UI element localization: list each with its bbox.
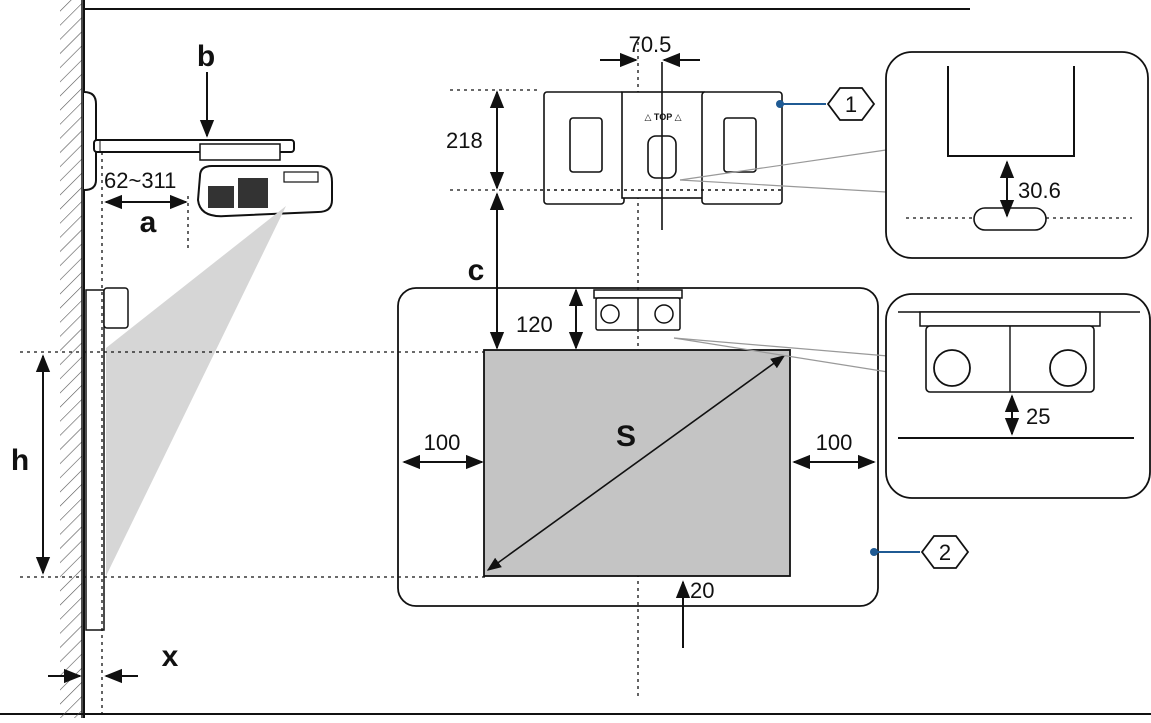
mounting-area <box>397 287 879 607</box>
label-dim-20: 20 <box>690 578 714 603</box>
zoom-bubble-1 <box>679 51 1149 259</box>
label-h: h <box>11 444 29 477</box>
wall <box>60 0 83 718</box>
label-dim-120: 120 <box>516 312 553 337</box>
label-dim-100-left: 100 <box>424 430 461 455</box>
label-dim-30-6: 30.6 <box>1018 178 1061 203</box>
callout-1 <box>776 87 876 121</box>
top-mark-label: △ TOP △ <box>644 112 681 122</box>
callout-2 <box>870 535 970 569</box>
projection-beam <box>106 206 286 576</box>
bracket-front <box>593 289 683 331</box>
projector-side <box>196 165 333 218</box>
side-screen <box>85 287 129 631</box>
label-x: x <box>162 640 179 673</box>
zoom-bubble-2 <box>673 293 1151 499</box>
screen-diagonal <box>486 355 786 571</box>
label-range-a: 62~311 <box>104 168 176 193</box>
callout-1-number: 1 <box>845 92 857 117</box>
label-a: a <box>140 206 157 239</box>
dimension-arrows <box>35 52 876 684</box>
label-b: b <box>197 40 215 73</box>
label-c: c <box>468 254 485 287</box>
label-dim-218: 218 <box>446 128 483 153</box>
label-s: S <box>616 420 636 453</box>
label-dim-70-5: 70.5 <box>629 32 672 57</box>
label-dim-100-right: 100 <box>816 430 853 455</box>
callout-2-number: 2 <box>939 540 951 565</box>
wall-plate-front <box>540 62 784 230</box>
label-dim-25: 25 <box>1026 404 1050 429</box>
side-view-mount <box>83 91 295 191</box>
